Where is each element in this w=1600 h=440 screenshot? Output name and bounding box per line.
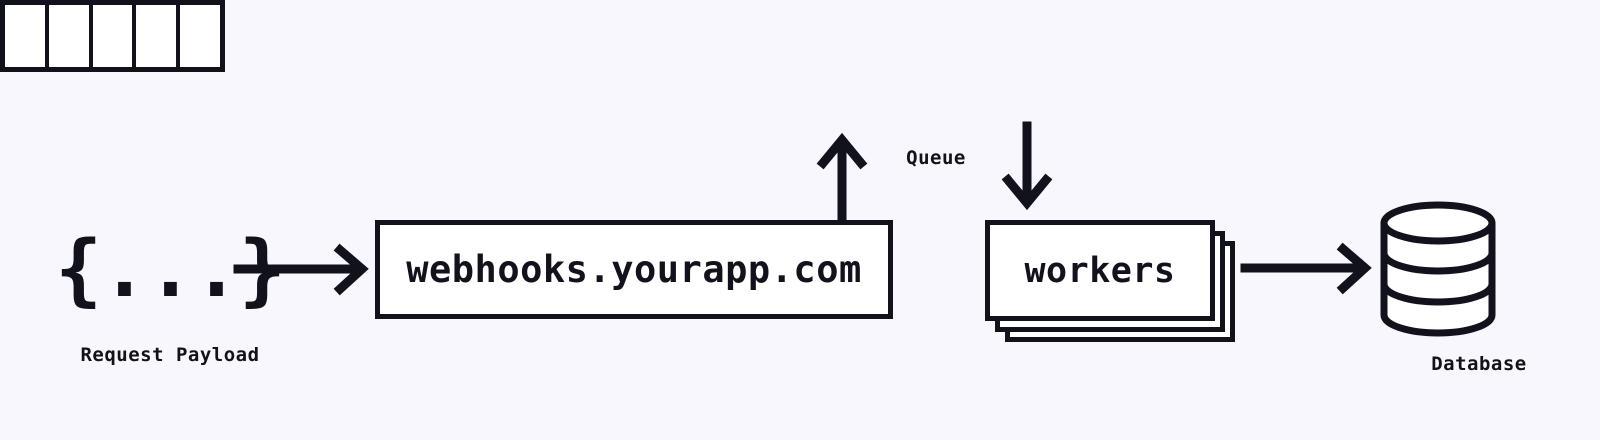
- queue-cell: [49, 5, 93, 67]
- workers-stack-front-layer: workers: [985, 220, 1215, 321]
- database-cylinder-icon: [1380, 201, 1496, 337]
- request-payload-label: Request Payload: [80, 344, 260, 366]
- json-braces-icon: {...}: [55, 225, 286, 315]
- arrow-queue-to-workers: [1001, 121, 1053, 211]
- database-label: Database: [1431, 353, 1527, 375]
- queue-node: [0, 0, 225, 72]
- queue-cell: [93, 5, 137, 67]
- arrow-webhooks-to-queue: [816, 132, 868, 221]
- queue-cell: [180, 5, 220, 67]
- arrow-workers-to-database: [1240, 242, 1372, 295]
- queue-cell: [5, 5, 49, 67]
- webhooks-endpoint-label: webhooks.yourapp.com: [406, 248, 862, 291]
- workers-label: workers: [1024, 250, 1176, 291]
- queue-label: Queue: [906, 147, 966, 169]
- webhooks-endpoint-node: webhooks.yourapp.com: [375, 220, 893, 319]
- workers-node: workers: [985, 220, 1235, 342]
- queue-cell: [136, 5, 181, 67]
